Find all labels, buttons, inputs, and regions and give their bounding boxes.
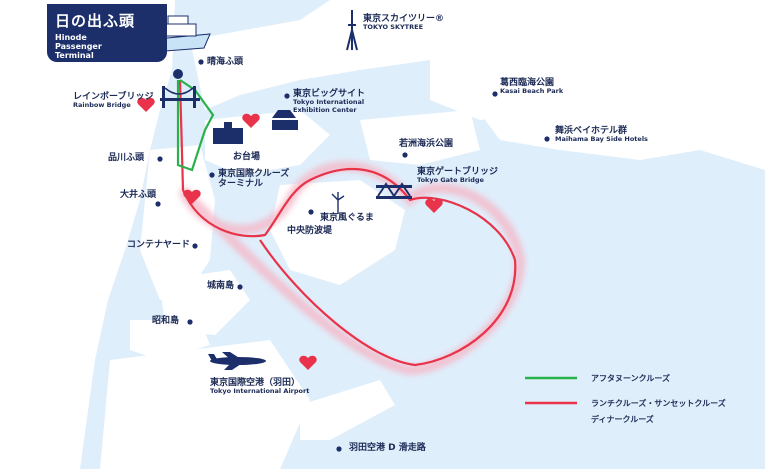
- bridge-icon: [160, 86, 200, 108]
- terminal-badge: 日の出ふ頭 Hinode Passenger Terminal: [47, 4, 167, 62]
- label-kasai: 葛西臨海公園 Kasai Beach Park: [500, 78, 564, 96]
- terminal-title: 日の出ふ頭: [55, 12, 136, 30]
- legend-dinner: ディナークルーズ: [591, 415, 654, 424]
- label-jonan: 城南島: [207, 281, 235, 291]
- bridge-icon: [376, 182, 412, 199]
- label-skytree: 東京スカイツリー® TOKYO SKYTREE: [363, 14, 445, 32]
- heart-icon: [183, 189, 201, 204]
- label-runway: 羽田空港 D 滑走路: [349, 443, 426, 453]
- windmill-icon: [331, 192, 345, 214]
- label-showa: 昭和島: [152, 316, 180, 326]
- label-maihama: 舞浜ベイホテル群 Maihama Bay Side Hotels: [555, 126, 648, 144]
- label-wakasu: 若洲海浜公園: [399, 139, 454, 149]
- label-oi: 大井ふ頭: [120, 190, 157, 200]
- heart-icon: [299, 355, 317, 370]
- label-cruise-terminal: 東京国際クルーズターミナル: [218, 169, 290, 190]
- place-dots: [155, 59, 550, 452]
- building-icon: [272, 110, 298, 130]
- label-bigsight: 東京ビッグサイト Tokyo International Exhibition …: [293, 89, 366, 114]
- heart-icon: [137, 97, 155, 112]
- building-icon: [213, 122, 243, 144]
- airplane-icon: [208, 352, 266, 370]
- heart-icon: [242, 113, 260, 128]
- heart-icons: [137, 97, 443, 370]
- label-odaiba: お台場: [233, 152, 261, 162]
- terminal-dot: [173, 69, 183, 79]
- label-gatebridge: 東京ゲートブリッジ Tokyo Gate Bridge: [417, 167, 499, 185]
- legend-afternoon: アフタヌーンクルーズ: [591, 374, 670, 383]
- legend-lunch-sunset: ランチクルーズ・サンセットクルーズ: [591, 399, 726, 408]
- label-harumi: 晴海ふ頭: [207, 57, 244, 67]
- heart-icon: [425, 198, 443, 213]
- route-glow: [178, 161, 526, 376]
- skytree-icon: [346, 10, 358, 51]
- label-rainbow: レインボーブリッジ Rainbow Bridge: [73, 92, 154, 110]
- terminal-subtitle: Hinode Passenger Terminal: [55, 33, 102, 60]
- label-shinagawa: 品川ふ頭: [108, 153, 145, 163]
- label-haneda: 東京国際空港（羽田） Tokyo International Airport: [210, 378, 310, 396]
- label-windmill: 東京風ぐるま: [320, 213, 374, 223]
- label-chuo: 中央防波堤: [287, 226, 333, 236]
- label-container: コンテナヤード: [127, 240, 191, 250]
